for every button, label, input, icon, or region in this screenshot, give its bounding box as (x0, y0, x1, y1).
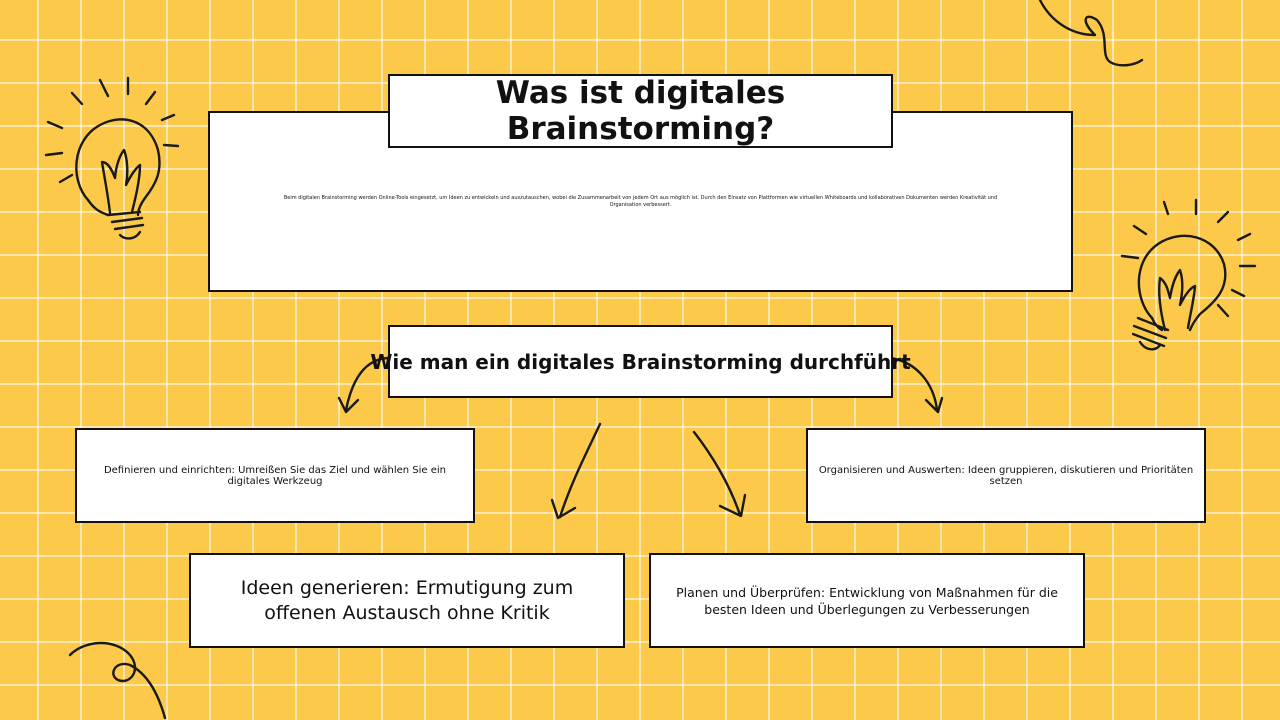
subheading-text: Wie man ein digitales Brainstorming durc… (370, 349, 911, 374)
subheading-box: Wie man ein digitales Brainstorming durc… (370, 325, 911, 398)
step-text-define: Definieren und einrichten: Umreißen Sie … (103, 464, 447, 487)
page-title: Was ist digitales Brainstorming? (388, 74, 893, 148)
lightbulb-icon-right (1120, 198, 1257, 351)
step-box-define: Definieren und einrichten: Umreißen Sie … (75, 428, 475, 523)
squiggle-top-right (1038, 0, 1144, 67)
step-box-organize: Organisieren und Auswerten: Ideen gruppi… (806, 428, 1206, 523)
step-box-plan: Planen und Überprüfen: Entwicklung von M… (649, 553, 1085, 648)
arrow-icon-center-left (550, 422, 602, 520)
step-box-generate: Ideen generieren: Ermutigung zum offenen… (189, 553, 625, 648)
description-text: Beim digitalen Brainstorming werden Onli… (283, 194, 998, 208)
step-text-generate: Ideen generieren: Ermutigung zum offenen… (240, 576, 574, 624)
arrow-icon-right (888, 356, 944, 414)
arrow-icon-center-right (692, 430, 747, 518)
page-title-text: Was ist digitales Brainstorming? (495, 75, 786, 147)
lightbulb-icon-left (44, 76, 180, 240)
squiggle-bottom-left (68, 641, 167, 720)
step-text-plan: Planen und Überprüfen: Entwicklung von M… (676, 584, 1058, 617)
arrow-icon-left (337, 356, 392, 414)
step-text-organize: Organisieren und Auswerten: Ideen gruppi… (818, 464, 1194, 487)
